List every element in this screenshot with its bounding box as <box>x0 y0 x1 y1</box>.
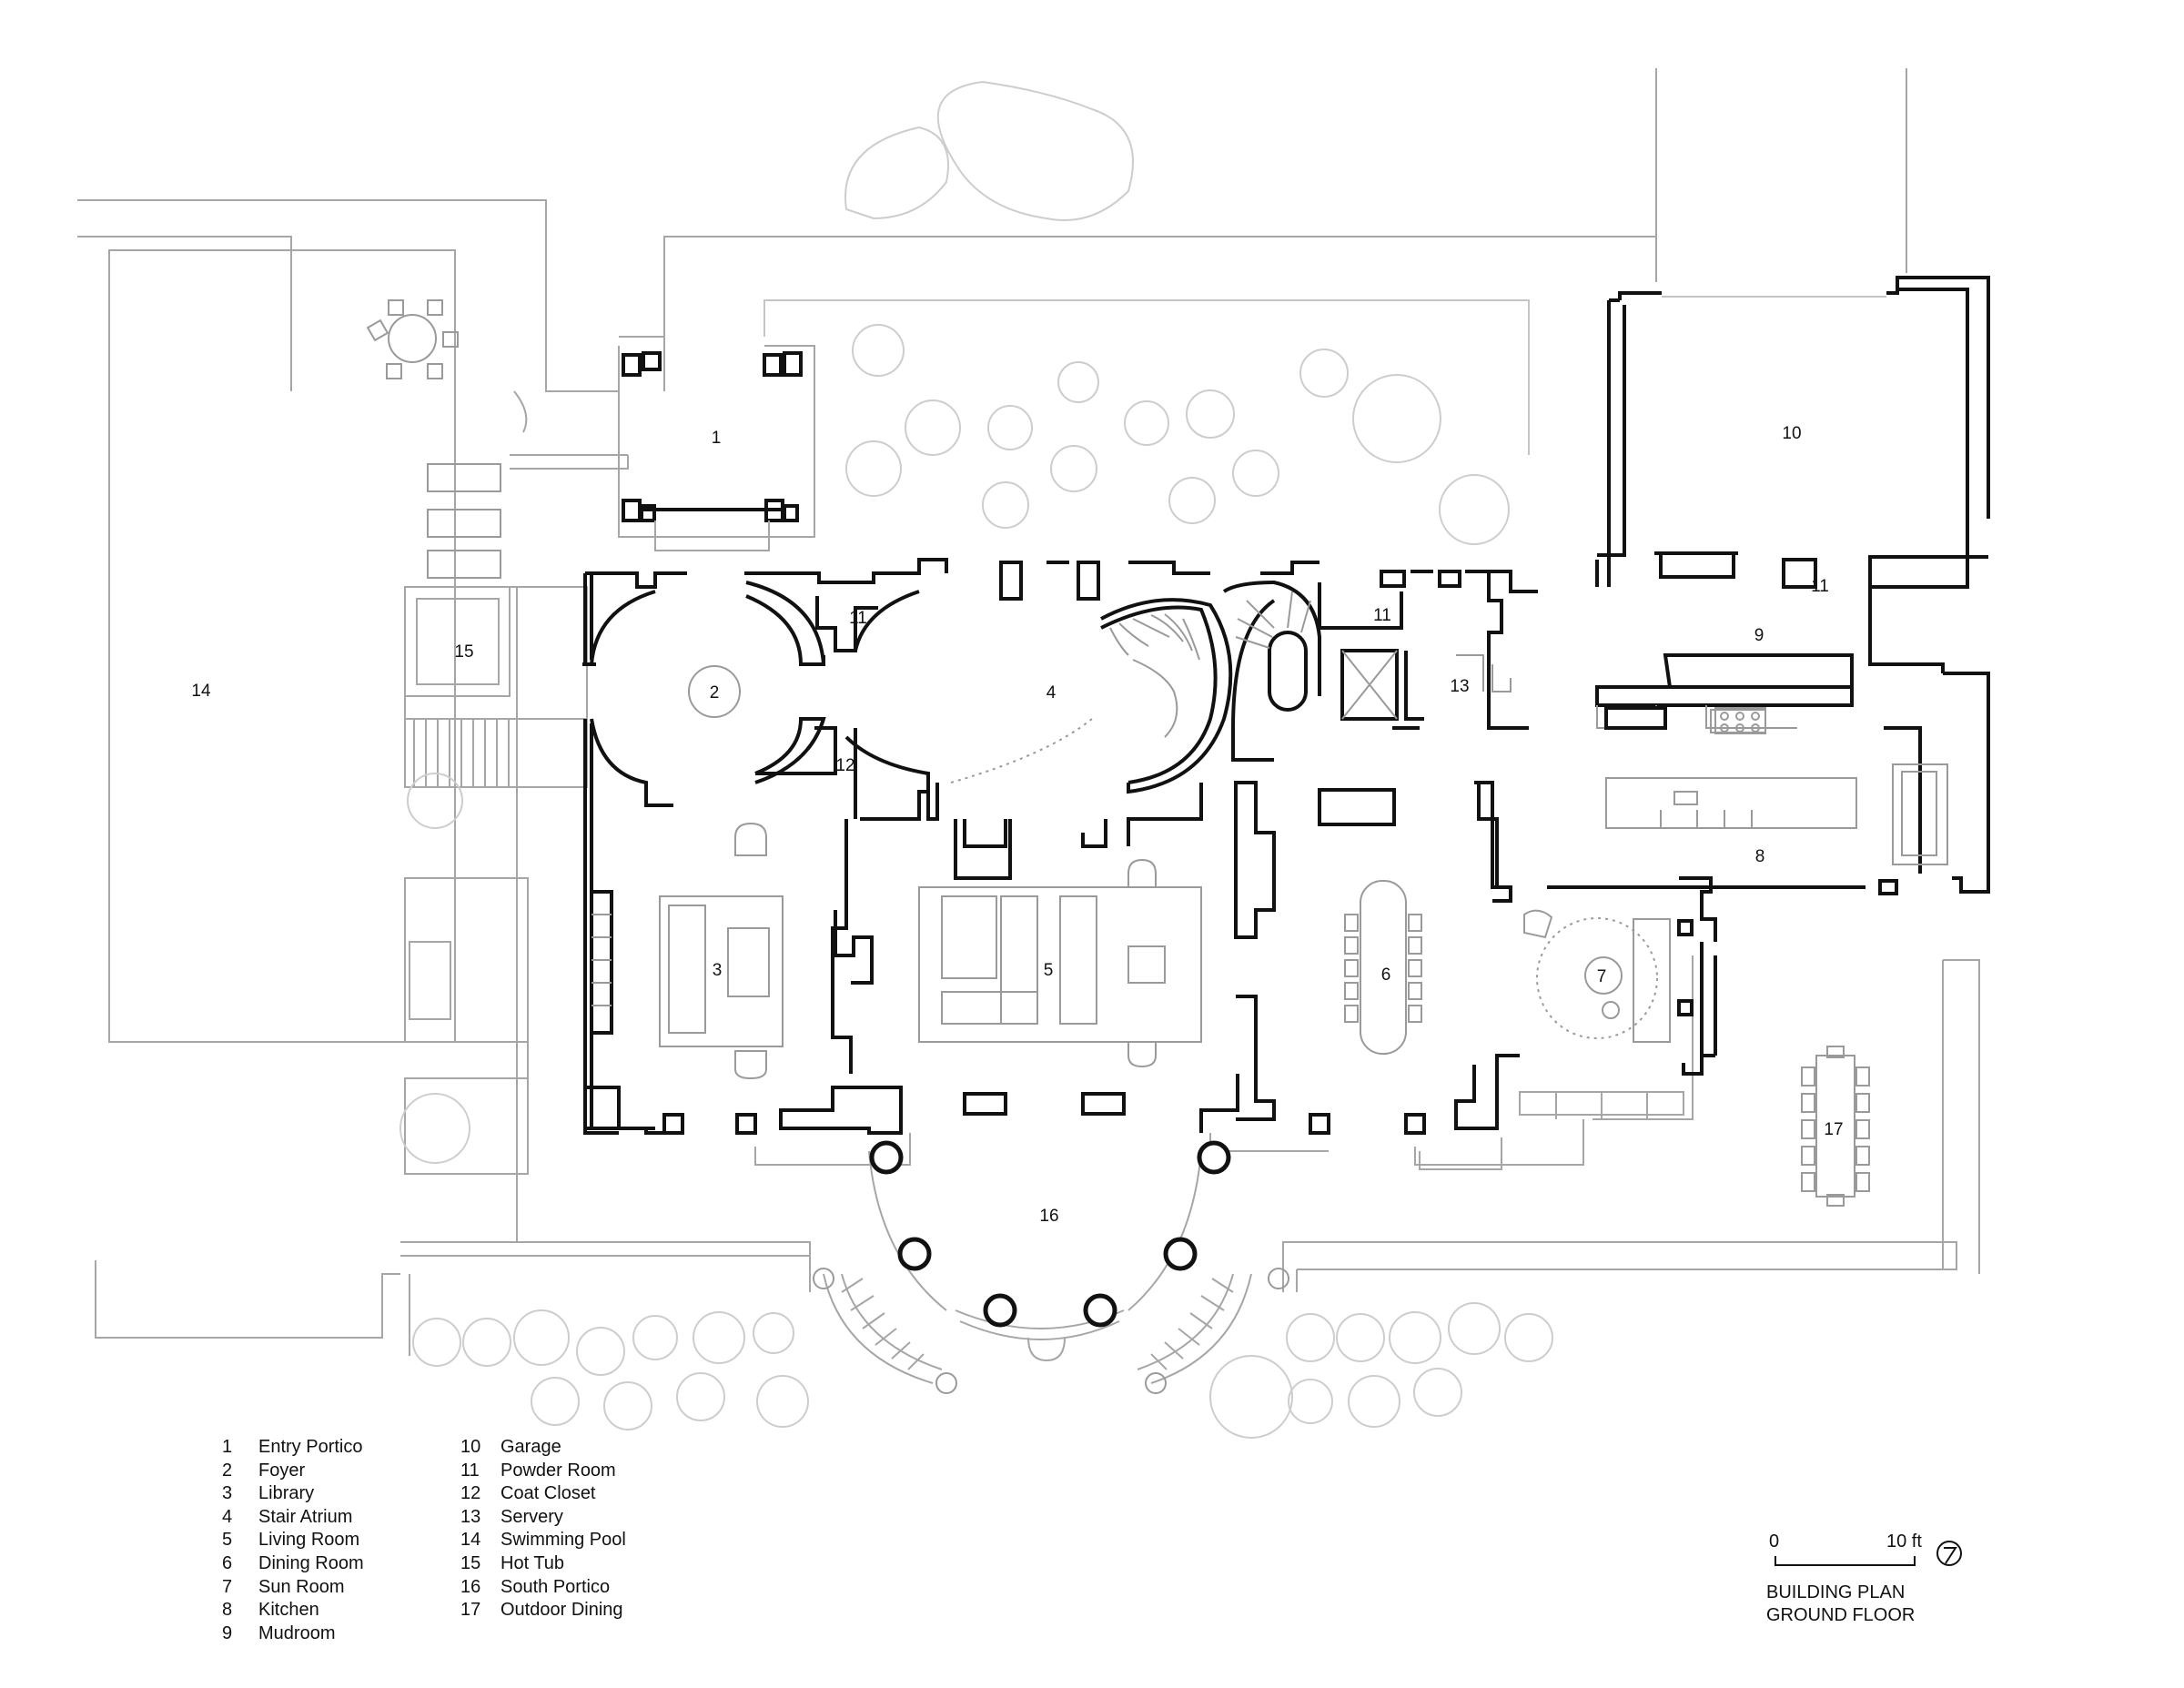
legend-number: 13 <box>460 1506 481 1527</box>
sun-room-marker <box>1584 956 1623 995</box>
legend-name: Mudroom <box>258 1622 336 1643</box>
legend-item: 7 Sun Room <box>222 1576 364 1600</box>
foyer-marker <box>688 665 741 718</box>
south-portico-columns <box>813 1140 1289 1394</box>
drawing-title: BUILDING PLAN GROUND FLOOR <box>1766 1582 1915 1627</box>
legend-name: Living Room <box>258 1530 360 1551</box>
legend-name: Garage <box>500 1437 561 1457</box>
legend-item: 11 Powder Room <box>460 1460 626 1483</box>
title-line-2: GROUND FLOOR <box>1766 1605 1916 1625</box>
label-6: 6 <box>1381 965 1391 985</box>
label-9: 9 <box>1754 626 1764 645</box>
legend-number: 1 <box>222 1437 233 1457</box>
legend-item: 16 South Portico <box>460 1576 626 1600</box>
legend-name: South Portico <box>500 1576 611 1597</box>
legend-number: 4 <box>222 1506 233 1527</box>
legend-number: 5 <box>222 1530 233 1551</box>
legend-number: 17 <box>460 1600 481 1621</box>
legend-number: 14 <box>460 1530 481 1551</box>
label-4: 4 <box>1046 683 1057 702</box>
title-line-1: BUILDING PLAN <box>1766 1582 1906 1602</box>
garage <box>1597 276 1990 589</box>
label-2: 2 <box>710 683 720 702</box>
label-5: 5 <box>1044 961 1054 980</box>
legend-name: Stair Atrium <box>258 1506 353 1527</box>
legend-item: 8 Kitchen <box>222 1599 364 1622</box>
legend-item: 1 Entry Portico <box>222 1436 364 1460</box>
legend-item: 2 Foyer <box>222 1460 364 1483</box>
interior-furniture <box>590 706 1948 1080</box>
trees <box>399 324 1553 1439</box>
legend-number: 12 <box>460 1483 481 1504</box>
legend-name: Library <box>258 1483 315 1504</box>
legend-item: 9 Mudroom <box>222 1622 364 1646</box>
room-labels: 1 2 3 4 5 6 7 8 9 10 11 11 11 12 13 14 1… <box>191 424 1843 1226</box>
label-15: 15 <box>454 642 473 662</box>
legend-name: Sun Room <box>258 1576 345 1597</box>
label-11b: 11 <box>1373 606 1391 625</box>
legend-item: 5 Living Room <box>222 1529 364 1552</box>
legend-name: Dining Room <box>258 1552 364 1573</box>
scale-end-label: 10 ft <box>1886 1531 1922 1552</box>
walls <box>582 551 1990 1135</box>
legend-item: 10 Garage <box>460 1436 626 1460</box>
label-12: 12 <box>835 756 854 775</box>
hot-tub <box>404 586 511 697</box>
legend-item: 6 Dining Room <box>222 1552 364 1576</box>
label-7: 7 <box>1597 967 1607 986</box>
legend-name: Entry Portico <box>258 1437 363 1457</box>
scale-start-label: 0 <box>1769 1531 1780 1552</box>
dining-table <box>1360 880 1407 1055</box>
legend-item: 17 Outdoor Dining <box>460 1599 626 1622</box>
legend-number: 9 <box>222 1622 233 1643</box>
legend-number: 8 <box>222 1600 233 1621</box>
legend-number: 10 <box>460 1437 481 1457</box>
label-14: 14 <box>191 682 211 701</box>
label-8: 8 <box>1755 847 1765 866</box>
legend-name: Servery <box>500 1506 563 1527</box>
pool-stairs <box>404 718 588 788</box>
legend-name: Kitchen <box>258 1600 319 1621</box>
legend-item: 14 Swimming Pool <box>460 1529 626 1552</box>
swimming-pool <box>108 249 456 1043</box>
legend-name: Outdoor Dining <box>500 1600 623 1621</box>
label-3: 3 <box>713 961 723 980</box>
legend-item: 12 Coat Closet <box>460 1482 626 1506</box>
outdoor-furniture <box>366 299 1870 1207</box>
scale-bar <box>1774 1556 1916 1566</box>
entry-portico <box>618 336 815 551</box>
label-11c: 11 <box>1811 577 1829 596</box>
south-portico-steps <box>823 1150 1252 1384</box>
label-1: 1 <box>712 429 722 448</box>
legend-item: 4 Stair Atrium <box>222 1506 364 1530</box>
north-arrow-icon <box>1936 1541 1962 1566</box>
label-17: 17 <box>1824 1120 1843 1139</box>
outdoor-dining-table <box>1815 1055 1855 1198</box>
legend-name: Hot Tub <box>500 1552 565 1573</box>
label-11a: 11 <box>849 609 867 628</box>
legend-number: 11 <box>460 1460 480 1481</box>
legend-item: 13 Servery <box>460 1506 626 1530</box>
legend-name: Coat Closet <box>500 1483 596 1504</box>
legend-item: 15 Hot Tub <box>460 1552 626 1576</box>
legend-number: 6 <box>222 1552 233 1573</box>
label-10: 10 <box>1782 424 1801 443</box>
legend-name: Swimming Pool <box>500 1530 626 1551</box>
kitchen-island <box>1605 777 1857 829</box>
legend-name: Foyer <box>258 1460 306 1481</box>
legend-number: 3 <box>222 1483 233 1504</box>
legend-number: 16 <box>460 1576 481 1597</box>
legend-item: 3 Library <box>222 1482 364 1506</box>
legend-name: Powder Room <box>500 1460 616 1481</box>
legend-number: 7 <box>222 1576 233 1597</box>
legend-column-1: 1 Entry Portico 2 Foyer 3 Library 4 Stair At… <box>222 1436 364 1645</box>
legend-number: 2 <box>222 1460 233 1481</box>
site-lines <box>77 68 1980 1384</box>
label-16: 16 <box>1039 1207 1058 1226</box>
label-13: 13 <box>1450 677 1469 696</box>
legend-number: 15 <box>460 1552 481 1573</box>
